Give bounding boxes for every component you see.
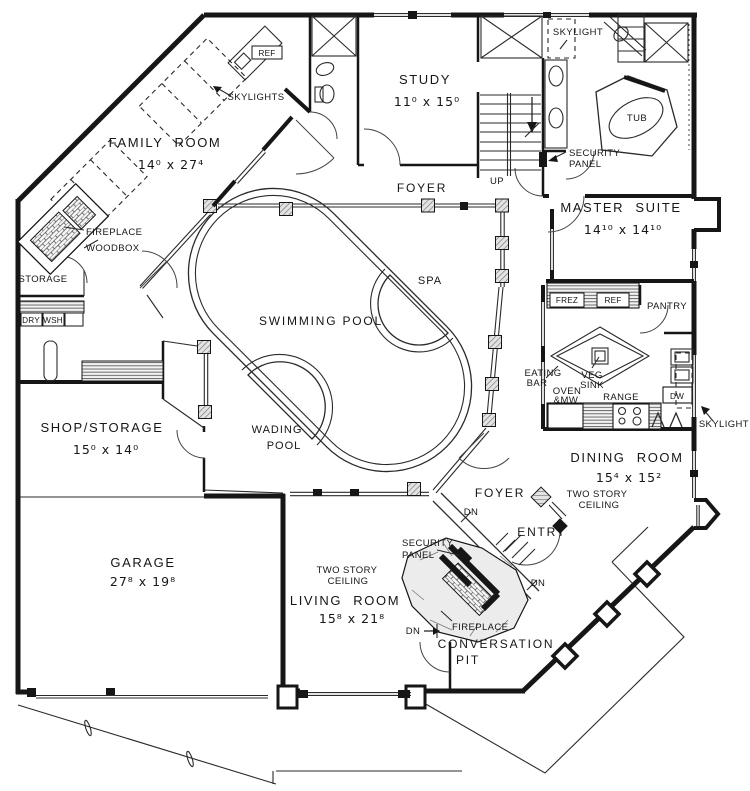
fixture-label-sink: SINK	[580, 380, 604, 391]
room-label-study: STUDY	[399, 72, 451, 87]
family-room-fireplace	[16, 182, 110, 276]
fixture-label-fireplace-pit: FIREPLACE	[452, 622, 508, 633]
room-dims-garage: 27⁸ x 19⁸	[110, 574, 176, 589]
area-label-foyer-upper: FOYER	[397, 181, 447, 195]
fixture-label-dw: DW	[670, 392, 684, 401]
area-label-pit: PIT	[456, 653, 480, 667]
door-arcs	[59, 111, 669, 673]
fixture-label-oven-1: OVEN	[553, 386, 582, 397]
room-dims-master: 14¹⁰ x 14¹⁰	[584, 222, 662, 237]
room-dims-family: 14⁰ x 27⁴	[138, 157, 204, 172]
annotation-security2-line2: PANEL	[402, 550, 434, 561]
annotation-two-story-dining-2: CEILING	[579, 500, 620, 511]
annotation-two-story-living-1: TWO STORY	[317, 565, 378, 576]
fixture-label-wsh: WSH	[43, 316, 63, 325]
room-label-shop: SHOP/STORAGE	[41, 420, 164, 435]
site-lines	[17, 526, 685, 785]
annotation-security2-line1: SECURITY	[402, 538, 453, 549]
fixture-label-woodbox: WOODBOX	[86, 243, 140, 254]
family-room-bar	[227, 25, 283, 81]
area-label-swimming-pool: SWIMMING POOL	[259, 314, 383, 328]
fixture-label-fireplace-family: FIREPLACE	[86, 227, 142, 238]
workbench	[81, 360, 164, 382]
area-label-foyer-lower: FOYER	[475, 486, 525, 500]
annotation-dn-walk: DN	[464, 507, 479, 518]
fixture-label-eating: EATING	[524, 368, 561, 379]
annotation-skylights: SKYLIGHTS	[228, 92, 285, 103]
annotation-two-story-living-2: CEILING	[328, 576, 369, 587]
two-story-symbol	[530, 486, 567, 520]
fixture-label-tub: TUB	[627, 113, 647, 124]
annotation-up: UP	[490, 176, 504, 187]
water-heater	[43, 340, 58, 382]
area-label-wading-1: WADING	[252, 424, 303, 436]
annotation-skylight-kitchen: SKYLIGHT	[699, 419, 749, 430]
room-dims-living: 15⁸ x 21⁸	[319, 611, 385, 626]
labels: FAMILY ROOM 14⁰ x 27⁴ STUDY 11⁰ x 15⁰ MA…	[18, 27, 749, 667]
laundry-fixtures	[19, 300, 164, 382]
courtyard-glazing	[139, 198, 509, 497]
swimming-pool	[187, 187, 473, 473]
annotation-leaders	[63, 86, 714, 638]
room-dims-study: 11⁰ x 15⁰	[394, 94, 460, 109]
spa	[370, 268, 454, 353]
annotation-security1-line1: SECURITY	[569, 148, 620, 159]
annotation-dn-entry: DN	[531, 578, 546, 589]
area-label-conversation: CONVERSATION	[438, 637, 555, 651]
annotation-security1-line2: PANEL	[569, 159, 601, 170]
fixture-label-range: RANGE	[603, 392, 639, 403]
conversation-pit-fireplace	[401, 534, 536, 643]
fixture-label-ref-family: REF	[259, 49, 276, 58]
area-label-wading-2: POOL	[267, 440, 302, 452]
room-label-family: FAMILY ROOM	[109, 135, 222, 150]
fixture-label-veg: VEG	[581, 370, 602, 381]
stair-direction-arrow	[527, 122, 537, 133]
fixture-label-bar: BAR	[527, 378, 548, 389]
hall-bath-fixtures	[311, 15, 543, 104]
annotation-two-story-dining-1: TWO STORY	[567, 489, 628, 500]
security-panel-device	[539, 152, 547, 167]
room-label-master: MASTER SUITE	[560, 200, 681, 215]
annotation-skylight-bath: SKYLIGHT	[553, 27, 603, 38]
kitchen-fixtures	[546, 282, 694, 430]
wading-pool	[241, 353, 334, 446]
area-label-spa: SPA	[418, 275, 442, 287]
room-label-living: LIVING ROOM	[290, 593, 400, 608]
fixture-label-oven-2: &MW	[554, 395, 578, 406]
fixture-label-dry: DRY	[22, 316, 40, 325]
area-label-storage: STORAGE	[18, 274, 67, 285]
annotation-dn-living: DN	[406, 626, 421, 637]
area-label-entry: ENTRY	[517, 525, 566, 539]
fixture-label-frez: FREZ	[556, 296, 578, 305]
fixture-label-ref-kitchen: REF	[605, 296, 622, 305]
room-label-dining: DINING ROOM	[570, 450, 683, 465]
area-label-pantry: PANTRY	[647, 301, 687, 312]
room-label-garage: GARAGE	[110, 555, 175, 570]
room-dims-dining: 15⁴ x 15²	[596, 470, 662, 485]
room-dims-shop: 15⁰ x 14⁰	[73, 442, 139, 457]
master-bath-fixtures	[539, 14, 690, 167]
staircase	[480, 93, 541, 176]
